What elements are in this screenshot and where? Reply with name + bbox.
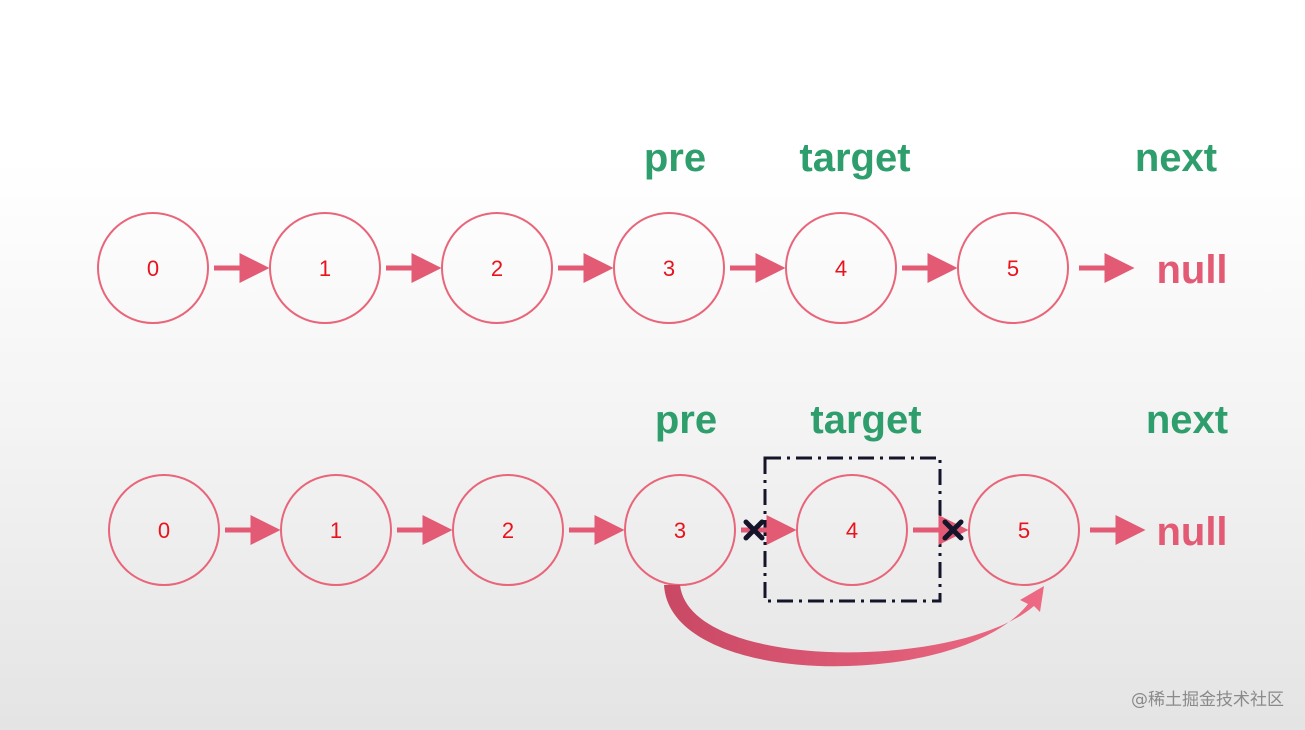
- bottom-node-0: 0: [108, 474, 220, 586]
- top-null-label: null: [1156, 248, 1227, 292]
- bypass-curve-arrow: [664, 585, 1044, 667]
- cross-icon: [743, 519, 765, 541]
- top-node-0-value: 0: [147, 256, 159, 281]
- bottom-node-3-value: 3: [674, 518, 686, 543]
- bottom-node-4: 4: [796, 474, 908, 586]
- top-node-3-value: 3: [663, 256, 675, 281]
- watermark: @稀土掘金技术社区: [1131, 690, 1284, 710]
- bottom-target-label: target: [810, 398, 921, 442]
- bottom-null-label: null: [1156, 510, 1227, 554]
- bottom-node-5: 5: [968, 474, 1080, 586]
- top-node-5-value: 5: [1007, 256, 1019, 281]
- top-node-2-value: 2: [491, 256, 503, 281]
- top-node-1-value: 1: [319, 256, 331, 281]
- top-node-4: 4: [785, 212, 897, 324]
- bottom-pre-label: pre: [655, 398, 717, 442]
- top-pre-label: pre: [644, 136, 706, 180]
- bottom-node-1: 1: [280, 474, 392, 586]
- bottom-row: pre target next 0 1 2 3 4 5: [108, 398, 1228, 667]
- top-node-3: 3: [613, 212, 725, 324]
- bottom-node-1-value: 1: [330, 518, 342, 543]
- bottom-next-label: next: [1146, 398, 1228, 442]
- bottom-node-0-value: 0: [158, 518, 170, 543]
- bottom-node-5-value: 5: [1018, 518, 1030, 543]
- top-node-4-value: 4: [835, 256, 847, 281]
- cross-icon: [942, 519, 964, 541]
- bottom-node-3: 3: [624, 474, 736, 586]
- top-node-0: 0: [97, 212, 209, 324]
- bottom-node-4-value: 4: [846, 518, 858, 543]
- top-node-1: 1: [269, 212, 381, 324]
- bottom-node-2-value: 2: [502, 518, 514, 543]
- top-node-2: 2: [441, 212, 553, 324]
- bottom-node-2: 2: [452, 474, 564, 586]
- top-node-5: 5: [957, 212, 1069, 324]
- top-row: pre target next 0 1 2 3 4 5: [97, 136, 1228, 324]
- top-next-label: next: [1135, 136, 1217, 180]
- top-target-label: target: [799, 136, 910, 180]
